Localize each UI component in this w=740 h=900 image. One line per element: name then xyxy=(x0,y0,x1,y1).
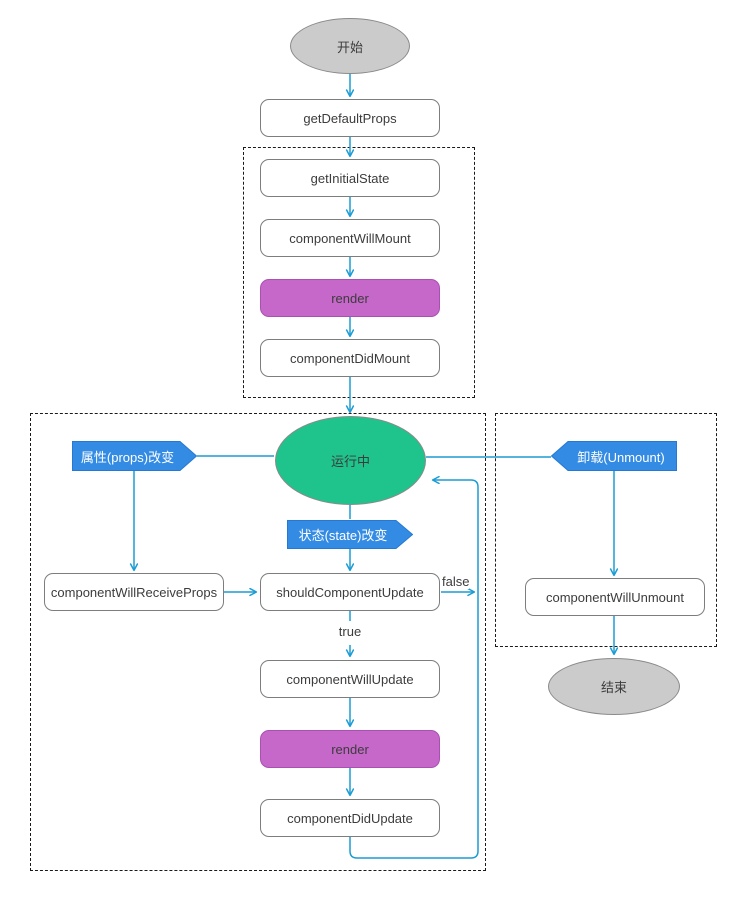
node-render-mount: render xyxy=(260,279,440,317)
node-props-change: 属性(props)改变 xyxy=(72,441,197,471)
props-change-pentagon-shape xyxy=(72,441,197,471)
edge-label-true: true xyxy=(330,624,370,639)
node-component-will-receive-props: componentWillReceiveProps xyxy=(44,573,224,611)
edge-label-false: false xyxy=(442,574,470,589)
node-state-change: 状态(state)改变 xyxy=(287,520,413,549)
node-component-will-mount: componentWillMount xyxy=(260,219,440,257)
node-component-did-mount: componentDidMount xyxy=(260,339,440,377)
node-get-initial-state: getInitialState xyxy=(260,159,440,197)
node-get-default-props: getDefaultProps xyxy=(260,99,440,137)
node-props-change-label: 属性(props)改变 xyxy=(80,449,175,465)
node-end: 结束 xyxy=(548,658,680,715)
unmount-phase-group-box xyxy=(495,413,717,647)
mount-phase-group-box xyxy=(243,147,475,398)
node-unmount-label: 卸载(Unmount) xyxy=(577,449,665,465)
node-start: 开始 xyxy=(290,18,410,74)
node-state-change-label: 状态(state)改变 xyxy=(298,528,388,543)
node-running: 运行中 xyxy=(275,416,426,505)
unmount-pentagon-shape xyxy=(551,441,677,471)
node-component-will-update: componentWillUpdate xyxy=(260,660,440,698)
node-component-did-update: componentDidUpdate xyxy=(260,799,440,837)
edge-componentdidupdate-loop-to-running xyxy=(349,480,479,859)
node-render-update: render xyxy=(260,730,440,768)
update-phase-group-box xyxy=(30,413,486,871)
node-unmount: 卸载(Unmount) xyxy=(551,441,677,471)
node-component-will-unmount: componentWillUnmount xyxy=(525,578,705,616)
node-should-component-update: shouldComponentUpdate xyxy=(260,573,440,611)
state-change-pentagon-shape xyxy=(287,520,413,549)
